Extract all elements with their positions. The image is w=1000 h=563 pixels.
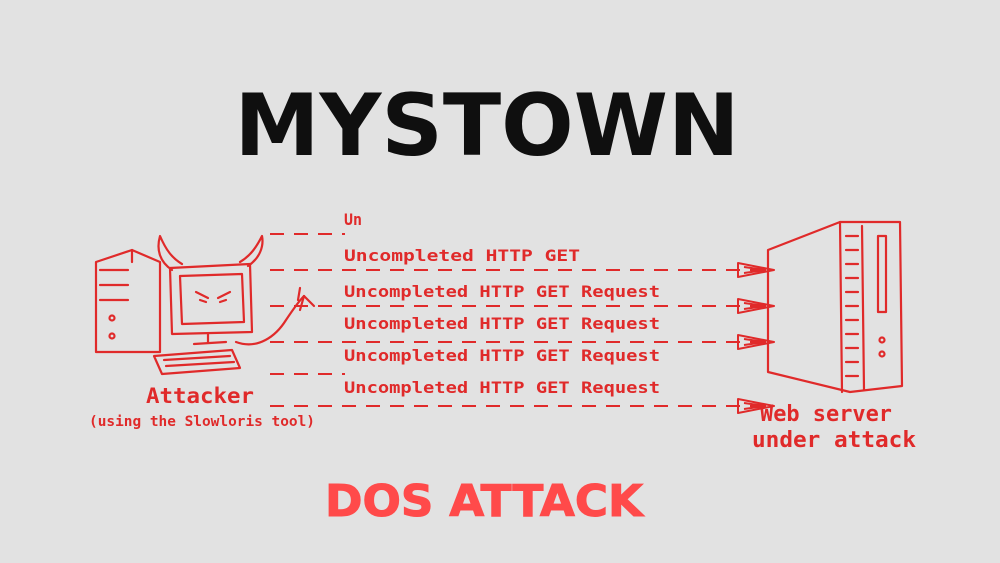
request-label: Uncompleted HTTP GET Request xyxy=(344,378,660,397)
attacker-computer xyxy=(94,234,316,376)
request-label: Un xyxy=(344,210,362,229)
attacker-sublabel: (using the Slowloris tool) xyxy=(89,414,315,430)
arrowhead-icon xyxy=(737,398,775,414)
request-label: Uncompleted HTTP GET xyxy=(344,246,580,265)
page-title: MYSTOWN xyxy=(235,76,740,176)
arrowhead-icon xyxy=(737,334,775,350)
server-label-line2: under attack xyxy=(752,428,916,453)
attacker-label: Attacker xyxy=(146,384,254,408)
devil-monitor-icon xyxy=(157,234,264,346)
request-label: Uncompleted HTTP GET Request xyxy=(344,346,660,365)
server-label-line1: Web server xyxy=(760,402,892,427)
desktop-tower-icon xyxy=(94,248,162,354)
subtitle: DOS ATTACK xyxy=(325,476,645,527)
keyboard-icon xyxy=(152,348,242,376)
server-tower-icon xyxy=(766,220,904,394)
pitchfork-tail-icon xyxy=(234,286,316,346)
request-label: Uncompleted HTTP GET Request xyxy=(344,282,660,301)
arrowhead-icon xyxy=(737,298,775,314)
request-label: Uncompleted HTTP GET Request xyxy=(344,314,660,333)
arrowhead-icon xyxy=(737,262,775,278)
request-lines xyxy=(270,233,775,414)
